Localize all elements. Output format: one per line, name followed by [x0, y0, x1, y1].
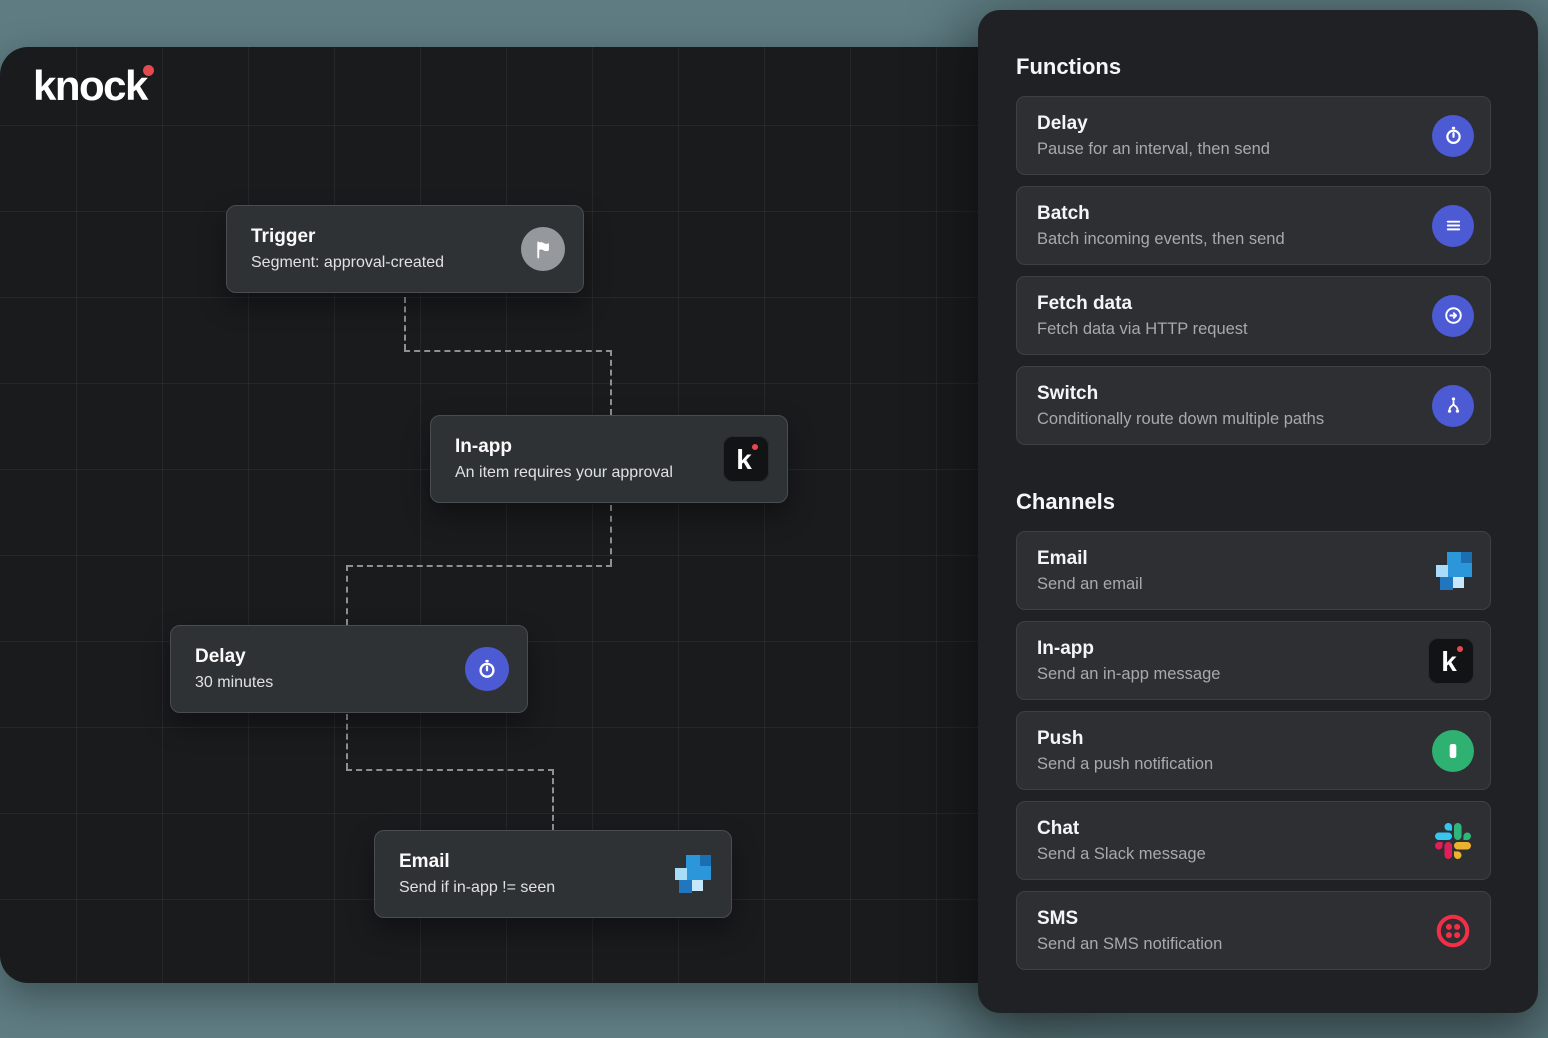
palette-panel: Functions Delay Pause for an interval, t… — [978, 10, 1538, 1013]
palette-item-push[interactable]: Push Send a push notification — [1016, 711, 1491, 790]
batch-list-icon — [1432, 204, 1474, 247]
connector-trigger-inapp — [404, 350, 612, 352]
connector-trigger-inapp — [404, 297, 406, 350]
connector-trigger-inapp — [610, 350, 612, 415]
connector-delay-email — [552, 769, 554, 830]
node-trigger-subtitle: Segment: approval-created — [251, 254, 444, 271]
palette-item-chat[interactable]: Chat Send a Slack message — [1016, 801, 1491, 880]
palette-item-fetch-data-title: Fetch data — [1037, 292, 1133, 314]
palette-item-switch[interactable]: Switch Conditionally route down multiple… — [1016, 366, 1491, 445]
palette-item-in-app[interactable]: In-app Send an in-app message k — [1016, 621, 1491, 700]
palette-item-batch-title: Batch — [1037, 202, 1090, 224]
knock-logo: knock — [33, 62, 154, 109]
node-email-subtitle: Send if in-app != seen — [399, 879, 556, 896]
channels-heading: Channels — [1016, 489, 1116, 514]
connector-inapp-delay — [610, 505, 612, 565]
node-delay-subtitle: 30 minutes — [195, 674, 274, 691]
palette-item-delay-title: Delay — [1037, 112, 1088, 134]
node-email[interactable]: Email Send if in-app != seen — [374, 830, 732, 918]
palette-item-chat-title: Chat — [1037, 817, 1080, 839]
knock-k-icon: k — [723, 436, 769, 482]
palette-item-email-subtitle: Send an email — [1037, 574, 1143, 593]
node-delay-title: Delay — [195, 646, 246, 667]
palette-item-in-app-subtitle: Send an in-app message — [1037, 664, 1221, 683]
palette-item-in-app-title: In-app — [1037, 637, 1094, 659]
connector-inapp-delay — [346, 565, 348, 625]
knock-k-icon: k — [1428, 637, 1474, 684]
knock-logo-text: knock — [33, 62, 148, 109]
palette-item-sms[interactable]: SMS Send an SMS notification — [1016, 891, 1491, 970]
stopwatch-icon — [465, 647, 509, 691]
node-email-title: Email — [399, 851, 450, 872]
push-phone-icon — [1432, 729, 1474, 772]
palette-item-switch-subtitle: Conditionally route down multiple paths — [1037, 409, 1325, 428]
workflow-canvas[interactable]: knock Trigger Segment: approval-created … — [0, 47, 1102, 983]
palette-item-fetch-data-subtitle: Fetch data via HTTP request — [1037, 319, 1248, 338]
node-in-app-subtitle: An item requires your approval — [455, 464, 673, 481]
http-arrow-icon — [1432, 294, 1474, 337]
palette-item-sms-title: SMS — [1037, 907, 1079, 929]
node-trigger-title: Trigger — [251, 226, 316, 247]
slack-icon — [1432, 820, 1474, 862]
palette-item-fetch-data[interactable]: Fetch data Fetch data via HTTP request — [1016, 276, 1491, 355]
palette-item-batch[interactable]: Batch Batch incoming events, then send — [1016, 186, 1491, 265]
palette-item-batch-subtitle: Batch incoming events, then send — [1037, 229, 1285, 248]
palette-item-delay[interactable]: Delay Pause for an interval, then send — [1016, 96, 1491, 175]
branch-icon — [1432, 384, 1474, 427]
connector-delay-email — [346, 769, 554, 771]
palette-item-sms-subtitle: Send an SMS notification — [1037, 934, 1223, 953]
connector-inapp-delay — [347, 565, 612, 567]
palette-item-email-title: Email — [1037, 547, 1088, 569]
node-in-app-title: In-app — [455, 436, 512, 457]
email-squares-icon — [1432, 550, 1474, 592]
node-in-app[interactable]: In-app An item requires your approval k — [430, 415, 788, 503]
stopwatch-icon — [1432, 114, 1474, 157]
flag-icon — [521, 227, 565, 271]
connector-delay-email — [346, 714, 348, 769]
node-trigger[interactable]: Trigger Segment: approval-created — [226, 205, 584, 293]
functions-heading: Functions — [1016, 54, 1122, 79]
twilio-icon — [1432, 910, 1474, 952]
palette-item-push-subtitle: Send a push notification — [1037, 754, 1214, 773]
palette-item-switch-title: Switch — [1037, 382, 1099, 404]
email-squares-icon — [671, 853, 713, 895]
palette-item-chat-subtitle: Send a Slack message — [1037, 844, 1206, 863]
palette-item-delay-subtitle: Pause for an interval, then send — [1037, 139, 1270, 158]
node-delay[interactable]: Delay 30 minutes — [170, 625, 528, 713]
palette-item-email[interactable]: Email Send an email — [1016, 531, 1491, 610]
palette-item-push-title: Push — [1037, 727, 1084, 749]
knock-logo-dot-icon — [142, 65, 154, 76]
